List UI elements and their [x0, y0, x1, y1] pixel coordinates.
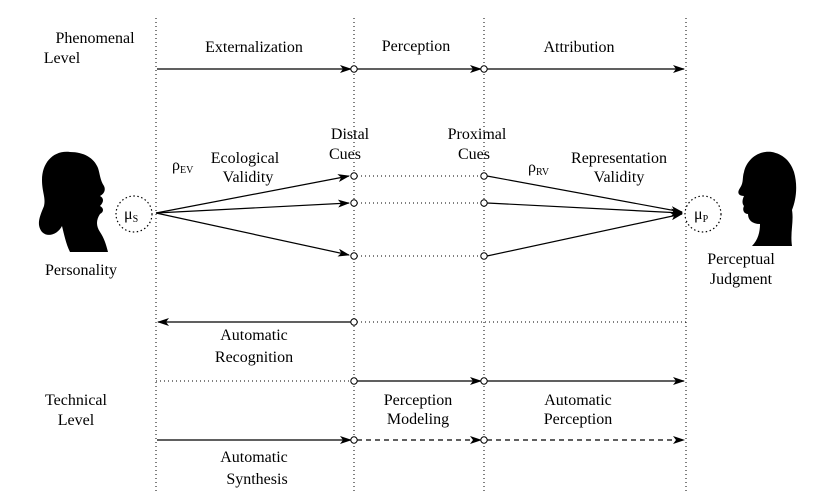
perception-modeling-label-line2: Modeling — [387, 411, 449, 428]
technical-level-label-line2: Level — [58, 412, 95, 429]
perceiver-silhouette-icon — [738, 151, 797, 246]
lens-arrow-cue3-perceiver — [486, 212, 683, 257]
automatic-perception-label-line2: Perception — [544, 411, 612, 428]
proximal-cue-node-1 — [480, 172, 488, 180]
distal-cue-node-3 — [350, 252, 358, 260]
technical-level-label-line1: Technical — [45, 392, 108, 409]
ecological-validity-label-line2: Validity — [223, 169, 274, 186]
speaker-personality-label: Personality — [45, 262, 117, 279]
speaker-silhouette-icon — [38, 151, 109, 252]
representation-validity-label-line2: Validity — [594, 169, 645, 186]
automatic-synthesis-label-line1: Automatic — [220, 449, 288, 466]
proximal-cues-label-line2: Cues — [458, 146, 490, 163]
perceptual-judgment-label-line2: Judgment — [710, 271, 773, 288]
phenomenal-proximal-node — [480, 65, 488, 73]
lens-arrow-speaker-cue1 — [155, 174, 350, 214]
technical-distal-node — [350, 377, 358, 385]
ecological-validity-label-line1: Ecological — [211, 150, 280, 167]
lens-arrow-speaker-cue2 — [155, 199, 350, 214]
lens-arrow-speaker-cue3 — [155, 212, 350, 257]
phase-perception: Perception — [382, 38, 450, 55]
speaker-state-node — [115, 195, 153, 233]
perception-modeling-label-line1: Perception — [384, 392, 452, 409]
lens-arrow-cue1-perceiver — [486, 175, 683, 214]
phase-attribution: Attribution — [543, 39, 614, 56]
automatic-recognition-label-line2: Recognition — [215, 349, 293, 366]
phase-externalization: Externalization — [205, 39, 303, 56]
recognition-distal-node — [350, 318, 358, 326]
automatic-recognition-label-line1: Automatic — [220, 327, 288, 344]
phenomenal-level-label-line1: Phenomenal — [55, 30, 135, 47]
proximal-cues-label-line1: Proximal — [448, 126, 507, 143]
perceiver-state-node — [684, 195, 722, 233]
perceiver-state-symbol: μP — [694, 206, 709, 225]
representation-validity-symbol: ρRV — [528, 159, 550, 178]
synthesis-distal-node — [350, 436, 358, 444]
automatic-synthesis-label-line2: Synthesis — [226, 471, 287, 488]
proximal-cue-node-3 — [480, 252, 488, 260]
distal-cue-node-2 — [350, 199, 358, 207]
lens-arrow-cue2-perceiver — [486, 202, 683, 217]
phenomenal-distal-node — [350, 65, 358, 73]
perceptual-judgment-label-line1: Perceptual — [707, 251, 775, 268]
representation-validity-label-line1: Representation — [571, 150, 667, 167]
distal-cue-node-1 — [350, 172, 358, 180]
distal-cues-label-line1: Distal — [331, 126, 370, 143]
speaker-state-symbol: μS — [124, 206, 138, 225]
ecological-validity-symbol: ρEV — [172, 157, 194, 176]
synthesis-proximal-node — [480, 436, 488, 444]
distal-cues-label-line2: Cues — [329, 146, 361, 163]
technical-proximal-node — [480, 377, 488, 385]
automatic-perception-label-line1: Automatic — [544, 392, 612, 409]
phenomenal-level-label-line2: Level — [44, 50, 81, 67]
proximal-cue-node-2 — [480, 199, 488, 207]
